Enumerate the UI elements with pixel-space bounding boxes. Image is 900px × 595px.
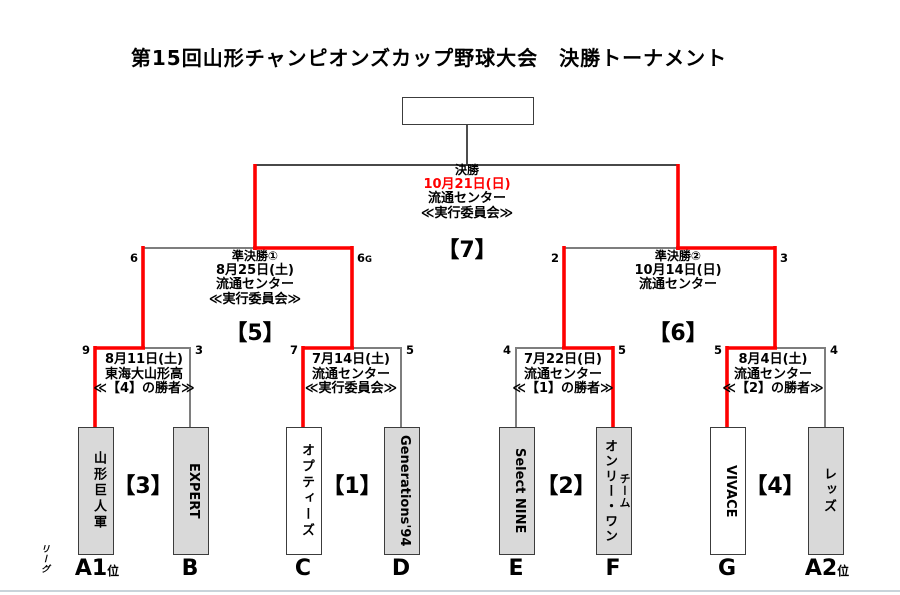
bottom-divider xyxy=(0,590,900,592)
seed-label-b: B xyxy=(181,556,199,581)
team-name: EXPERT xyxy=(186,463,201,519)
extra-innings-mark: G xyxy=(365,255,372,265)
champion-box xyxy=(402,97,534,125)
semifinal1-venue: 流通センター xyxy=(215,277,295,292)
semifinal1-score-right: 6G xyxy=(357,251,372,265)
semifinal1-officials: ≪実行委員会≫ xyxy=(208,291,302,307)
team-name: レッズ xyxy=(821,467,836,515)
semifinal1-score-left: 6 xyxy=(129,251,138,265)
semifinal1-round-label: 準決勝① xyxy=(231,249,279,263)
qf2-game-number: 【2】 xyxy=(536,474,596,499)
qf1-info: 7月14日(土) 流通センター ≪実行委員会≫ xyxy=(304,352,398,397)
qf4-info: 8月4日(土) 流通センター ≪【2】の勝者≫ xyxy=(722,352,824,397)
bracket-lines-gray xyxy=(143,247,826,428)
team-box-yamagata-kyojingun: 山形巨人軍 xyxy=(78,427,114,555)
qf3-score-left: 9 xyxy=(81,343,90,357)
final-game-number: 【7】 xyxy=(437,238,497,263)
final-venue: 流通センター xyxy=(427,191,507,206)
semifinal2-score-left: 2 xyxy=(550,251,559,265)
seed-label-d: D xyxy=(391,556,411,581)
qf1-game-number: 【1】 xyxy=(322,474,382,499)
page-title: 第15回山形チャンピオンズカップ野球大会 決勝トーナメント xyxy=(130,46,728,70)
team-name: オンリー・ワン xyxy=(602,438,617,544)
team-box-team-only-one: チーム オンリー・ワン xyxy=(596,427,632,555)
qf1-date: 7月14日(土) xyxy=(311,352,391,367)
qf4-date: 8月4日(土) xyxy=(738,352,808,367)
qf2-officials: ≪【1】の勝者≫ xyxy=(512,381,614,396)
semifinal1-game-number: 【5】 xyxy=(225,321,285,346)
semifinal2-info: 準決勝② 10月14日(日) 流通センター xyxy=(634,249,721,293)
seed-label-e: E xyxy=(508,556,524,581)
semifinal2-venue: 流通センター xyxy=(638,277,718,292)
semifinal2-score-right: 3 xyxy=(780,251,789,265)
qf2-score-left: 4 xyxy=(502,343,511,357)
seed-label-c: C xyxy=(294,556,312,581)
final-date: 10月21日(日) xyxy=(423,176,511,192)
qf2-score-right: 5 xyxy=(618,343,627,357)
semifinal2-date: 10月14日(日) xyxy=(634,262,722,278)
team-box-reds: レッズ xyxy=(808,427,844,555)
qf1-score-left: 7 xyxy=(289,343,298,357)
seed-label-a2: A2位 xyxy=(804,556,850,581)
seed-label-f: F xyxy=(605,556,621,581)
league-label: リーグ xyxy=(39,544,49,574)
qf3-info: 8月11日(土) 東海大山形高 ≪【4】の勝者≫ xyxy=(93,352,195,397)
qf4-game-number: 【4】 xyxy=(745,474,805,499)
semifinal1-info: 準決勝① 8月25日(土) 流通センター ≪実行委員会≫ xyxy=(209,249,301,307)
final-connector-lines xyxy=(255,123,679,166)
team-box-generations94: Generations'94 xyxy=(384,427,420,555)
team-name: 山形巨人軍 xyxy=(91,451,106,531)
final-info: 決勝 10月21日(日) 流通センター ≪実行委員会≫ xyxy=(421,163,513,221)
final-round-label: 決勝 xyxy=(454,163,480,177)
semifinal2-game-number: 【6】 xyxy=(648,321,708,346)
qf4-officials: ≪【2】の勝者≫ xyxy=(722,381,824,396)
qf3-date: 8月11日(土) xyxy=(104,352,184,367)
qf4-score-right: 4 xyxy=(830,343,839,357)
advance-path-lines xyxy=(93,164,777,428)
team-box-select-nine: Select NINE xyxy=(499,427,535,555)
qf3-score-right: 3 xyxy=(195,343,204,357)
team-name: Generations'94 xyxy=(397,435,412,547)
qf3-officials: ≪【4】の勝者≫ xyxy=(93,381,195,396)
team-name: VIVACE xyxy=(723,464,738,518)
qf2-info: 7月22日(日) 流通センター ≪【1】の勝者≫ xyxy=(512,352,614,397)
seed-label-g: G xyxy=(717,556,737,581)
seed-label-a1: A1位 xyxy=(74,556,120,581)
qf1-officials: ≪実行委員会≫ xyxy=(304,381,398,396)
qf4-score-left: 5 xyxy=(713,343,722,357)
team-name-prefix: チーム xyxy=(618,473,631,509)
qf3-game-number: 【3】 xyxy=(113,474,173,499)
qf3-venue: 東海大山形高 xyxy=(104,366,184,382)
team-name: Select NINE xyxy=(512,448,527,534)
final-officials: ≪実行委員会≫ xyxy=(420,205,514,221)
team-box-expert: EXPERT xyxy=(173,427,209,555)
qf2-date: 7月22日(日) xyxy=(523,352,603,367)
team-box-opties: オプティーズ xyxy=(286,427,322,555)
team-name: オプティーズ xyxy=(299,443,314,539)
qf4-venue: 流通センター xyxy=(733,366,813,382)
qf1-score-right: 5 xyxy=(406,343,415,357)
team-box-vivace: VIVACE xyxy=(710,427,746,555)
semifinal1-date: 8月25日(土) xyxy=(215,262,295,278)
qf1-venue: 流通センター xyxy=(311,366,391,382)
qf2-venue: 流通センター xyxy=(523,366,603,382)
semifinal2-round-label: 準決勝② xyxy=(654,249,702,263)
